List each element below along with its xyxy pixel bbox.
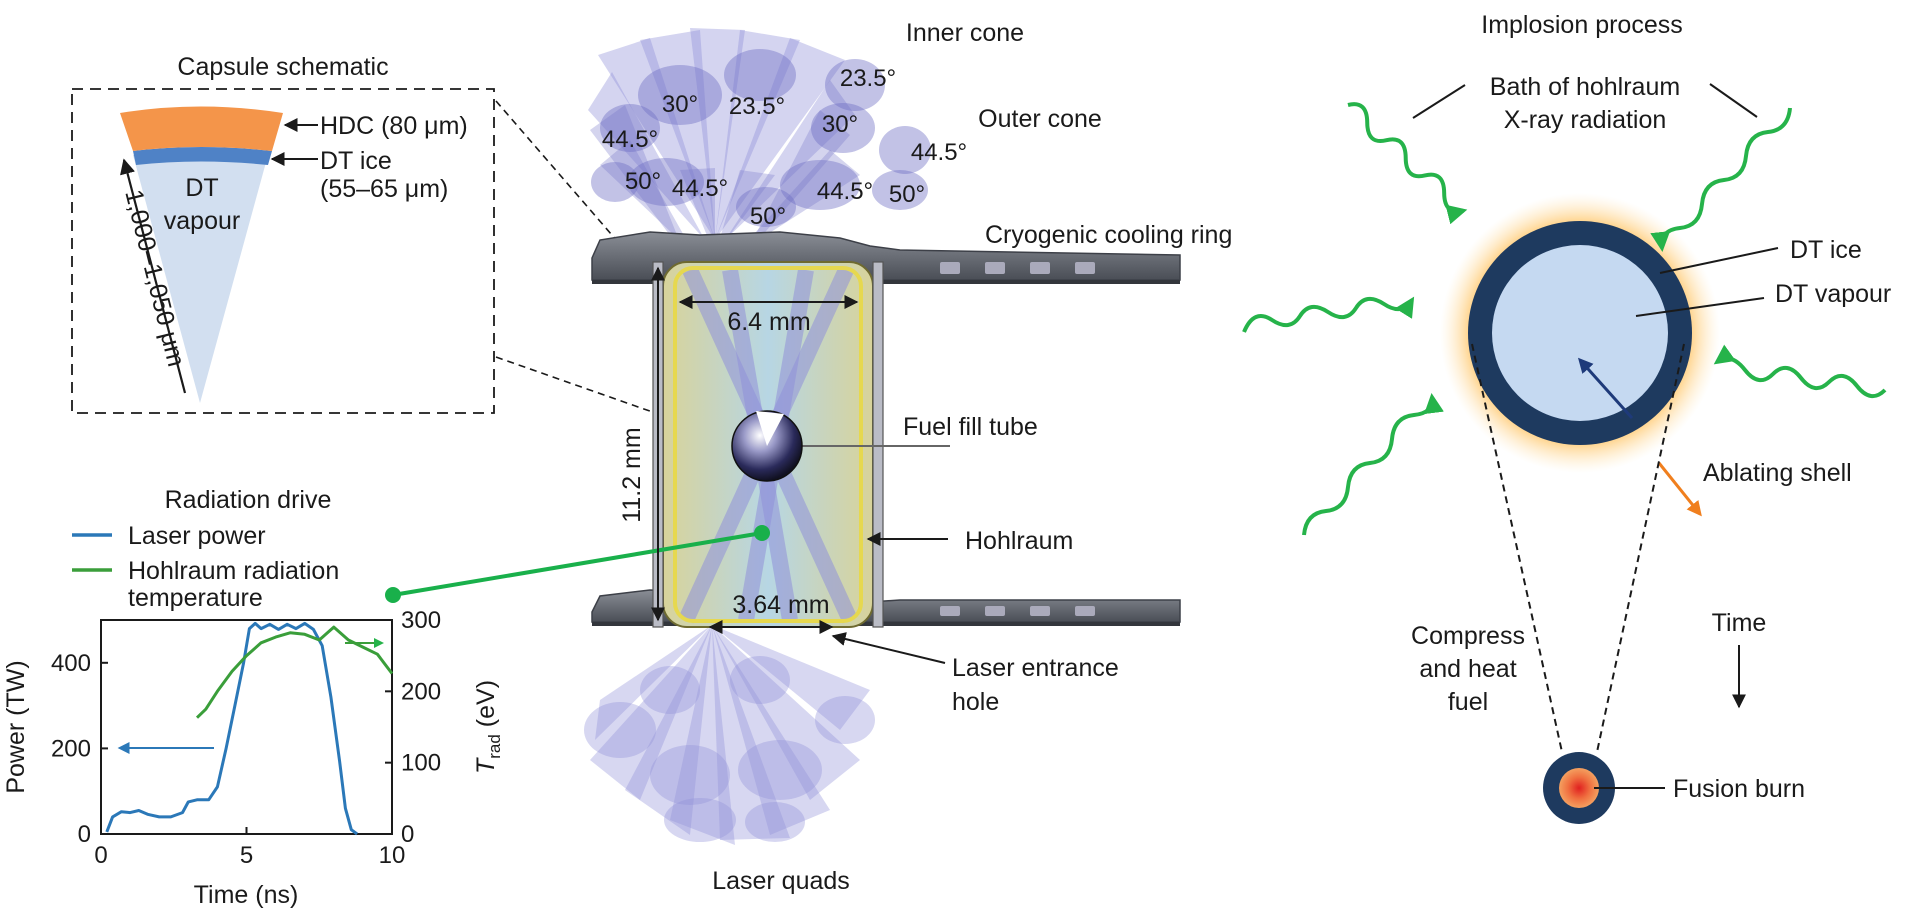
ablating-label: Ablating shell	[1703, 459, 1852, 487]
hohlraum-label: Hohlraum	[965, 527, 1073, 555]
xray-wave-bottom-left	[1302, 393, 1444, 536]
compress-line-left	[1471, 343, 1563, 753]
xray-wave-left	[1242, 296, 1415, 333]
dt-ice-leader	[1659, 247, 1779, 274]
cooling-ring-label: Cryogenic cooling ring	[985, 221, 1232, 249]
x-tick-label: 5	[240, 842, 253, 869]
y-axis-right-main: T	[472, 757, 500, 774]
x-tick-label: 0	[94, 842, 107, 869]
width-bottom-label: 3.64 mm	[732, 591, 829, 619]
angle-label: 44.5°	[602, 126, 658, 153]
angle-label: 23.5°	[840, 65, 896, 92]
x-axis-label: Time (ns)	[194, 881, 299, 909]
dt-ice-label-2: (55–65 μm)	[320, 175, 448, 203]
hohlraum-right-rail	[872, 261, 884, 628]
dt-vapour-label: DT vapour	[1775, 280, 1891, 308]
capsule-title: Capsule schematic	[177, 53, 388, 81]
angle-label: 44.5°	[817, 178, 873, 205]
ablating-arrow	[1657, 462, 1702, 517]
laser-entrance-label-2: hole	[952, 688, 999, 716]
hohlraum-probe-line	[392, 531, 763, 597]
angle-label: 44.5°	[672, 175, 728, 202]
fusion-core	[1559, 768, 1599, 808]
angle-label: 30°	[662, 91, 698, 118]
legend-label-laser: Laser power	[128, 522, 266, 550]
chart-title: Radiation drive	[165, 486, 332, 514]
height-label: 11.2 mm	[618, 427, 646, 522]
bath-label-1: Bath of hohlraum	[1490, 73, 1680, 101]
xray-wave-top-left	[1347, 102, 1468, 225]
laser-quads-bottom	[584, 625, 875, 845]
y-axis-right-unit: (eV)	[472, 680, 500, 734]
radiation-temperature-line	[195, 625, 394, 719]
dt-ice-label-1: DT ice	[320, 147, 392, 175]
angle-label: 50°	[889, 181, 925, 208]
legend-label-temp-1: Hohlraum radiation	[128, 557, 339, 585]
radius-arrow	[120, 158, 187, 394]
chart-probe-dot	[385, 587, 401, 603]
laser-quads-label: Laser quads	[712, 867, 850, 895]
dt-vapour-label-1: DT	[185, 174, 218, 202]
laser-entrance-arrow	[831, 632, 946, 664]
y-right-tick-label: 300	[401, 607, 441, 634]
capsule-schematic: Capsule schematic 1,000–1,050 μm DT vapo…	[71, 53, 495, 414]
zoom-line-bottom	[495, 356, 736, 442]
hdc-band	[120, 106, 283, 151]
inner-cone-beams	[588, 28, 855, 240]
bath-line-right	[1709, 83, 1758, 118]
legend-label-temp-2: temperature	[128, 584, 263, 612]
fusion-burn-label: Fusion burn	[1673, 775, 1805, 803]
dt-ice-band	[133, 147, 272, 165]
x-tick-label: 10	[379, 842, 406, 869]
dt-vapour-core	[1492, 245, 1668, 421]
angle-label: 44.5°	[911, 139, 967, 166]
bath-line-left	[1412, 84, 1466, 119]
angle-label: 50°	[750, 203, 786, 230]
dt-vapour-leader	[1635, 297, 1765, 317]
dt-vapour-wedge	[133, 151, 268, 403]
y-right-tick-label: 200	[401, 678, 441, 705]
y-right-tick-label: 100	[401, 750, 441, 777]
y-left-tick-label: 0	[78, 821, 91, 848]
xray-wave-top-right	[1650, 107, 1792, 252]
compress-label-2: and heat	[1419, 655, 1516, 683]
y-axis-left-label: Power (TW)	[2, 660, 30, 793]
cone-beam-blobs	[591, 49, 931, 227]
implosion-radius-arrow	[1577, 357, 1634, 420]
implosion-process: Implosion process Bath of hohlraum X-ray…	[1242, 11, 1891, 824]
fuel-fill-tube-label: Fuel fill tube	[903, 413, 1038, 441]
hohlraum-diagram: 6.4 mm 11.2 mm 3.64 mm Inner cone Outer …	[385, 19, 1232, 895]
inner-cone-label: Inner cone	[906, 19, 1024, 47]
implosion-title: Implosion process	[1481, 11, 1682, 39]
compress-label-1: Compress	[1411, 622, 1525, 650]
outer-cone-label: Outer cone	[978, 105, 1102, 133]
y-left-tick-label: 400	[51, 650, 91, 677]
compress-label-3: fuel	[1448, 688, 1488, 716]
angle-label: 23.5°	[729, 93, 785, 120]
laser-power-line	[105, 621, 358, 836]
xray-waves	[1242, 102, 1887, 536]
time-label: Time	[1712, 609, 1767, 637]
dt-vapour-label-2: vapour	[164, 207, 240, 235]
capsule-dashed-box	[71, 88, 495, 414]
capsule-cutaway	[756, 411, 784, 446]
hdc-label: HDC (80 μm)	[320, 112, 468, 140]
dt-ice-label: DT ice	[1790, 236, 1862, 264]
width-top-label: 6.4 mm	[727, 308, 810, 336]
bath-label-2: X-ray radiation	[1504, 106, 1667, 134]
y-left-tick-label: 200	[51, 735, 91, 762]
compress-line-right	[1596, 343, 1685, 753]
xray-wave-right	[1713, 344, 1887, 398]
y-axis-right-label: Trad (eV)	[472, 680, 504, 774]
y-right-tick-label: 0	[401, 821, 414, 848]
angle-label: 50°	[625, 168, 661, 195]
y-axis-right-sub: rad	[485, 734, 504, 759]
radiation-drive-chart: Radiation drive Laser power Hohlraum rad…	[2, 486, 504, 909]
angle-label: 30°	[822, 111, 858, 138]
laser-entrance-label-1: Laser entrance	[952, 654, 1119, 682]
